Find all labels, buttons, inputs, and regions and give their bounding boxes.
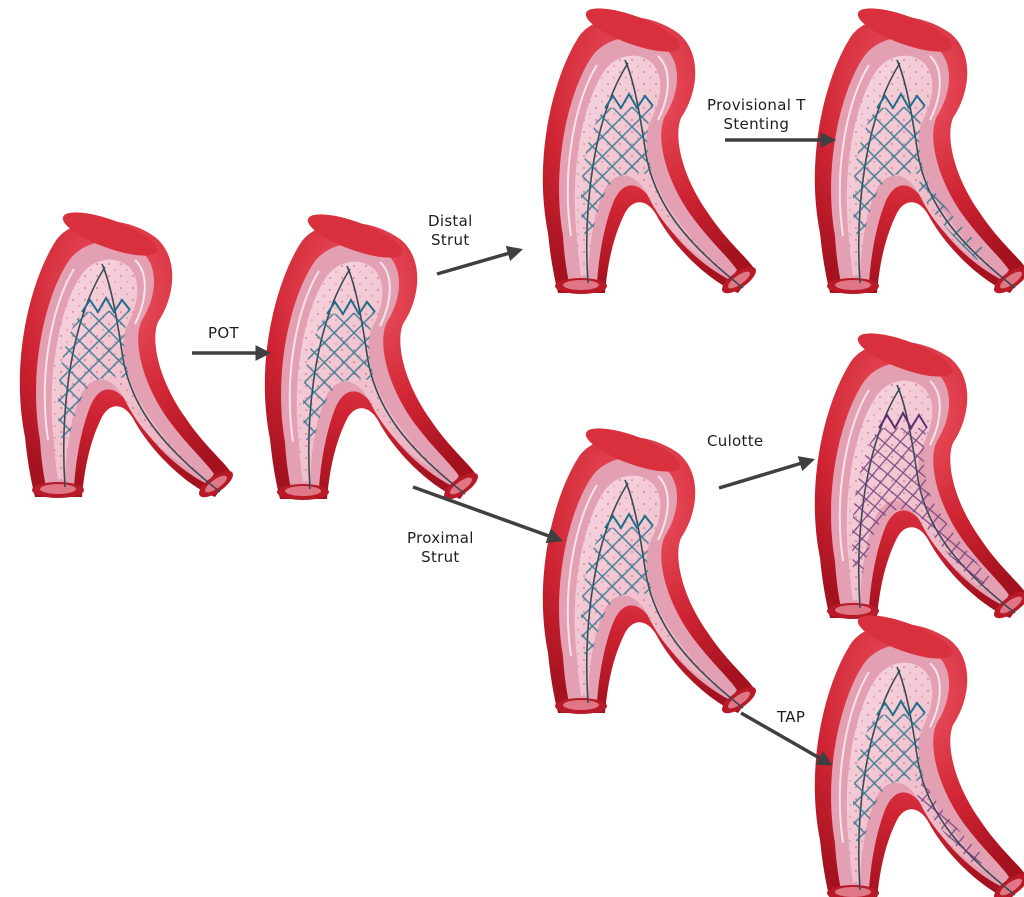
- vessel-after-pot: [265, 206, 482, 504]
- vessel-provisional-t-stenting: [815, 0, 1024, 298]
- label-culotte: Culotte: [707, 432, 763, 451]
- arrow-distal-strut: [437, 250, 520, 274]
- vessel-distal-strut: [543, 0, 760, 298]
- label-tap: TAP: [777, 708, 805, 727]
- label-distal-strut: Distal Strut: [428, 212, 473, 250]
- vessel-culotte: [815, 325, 1024, 623]
- label-provisional-t-stenting: Provisional T Stenting: [707, 96, 806, 134]
- vessel-tap: [815, 607, 1024, 897]
- label-proximal-strut: Proximal Strut: [407, 529, 474, 567]
- arrow-culotte: [719, 460, 812, 488]
- vessel-proximal-strut: [543, 420, 760, 718]
- label-pot: POT: [208, 324, 239, 343]
